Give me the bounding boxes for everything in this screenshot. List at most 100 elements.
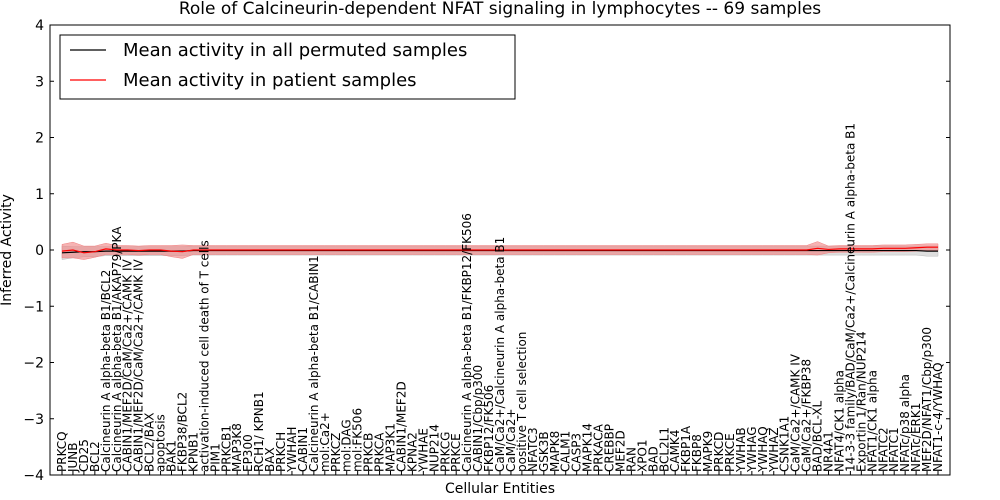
x-tick-label: MEF2D/NFAT1/Cbp/p300 xyxy=(920,327,934,472)
y-tick-label: −1 xyxy=(23,299,44,315)
x-tick-label: EP300 xyxy=(241,434,255,472)
x-tick-label: apoptosis xyxy=(154,414,168,472)
x-tick-label: CABIN1/MEF2D/CaM/Ca2+/CAMK IV xyxy=(132,258,146,472)
x-tick-label: YWHAE xyxy=(416,428,430,473)
x-tick-label: BCL2/BAX xyxy=(143,413,157,472)
x-tick-label: CSNK1A1 xyxy=(778,416,792,472)
x-tick-label: YWHAB xyxy=(734,427,748,473)
y-tick-label: −3 xyxy=(23,412,44,428)
legend-box xyxy=(59,34,516,100)
x-tick-label: BAK1 xyxy=(165,440,179,472)
plot-frame xyxy=(49,24,951,476)
series-line-1 xyxy=(61,246,938,254)
y-tick-label: −4 xyxy=(23,468,44,484)
x-tick-label: Calcineurin A alpha-beta B1/AKAP79/PKA xyxy=(110,226,124,472)
x-tick-label: CABIN1 xyxy=(296,427,310,472)
y-axis-label: Inferred Activity xyxy=(0,194,15,306)
x-tick-label: mol:FK506 xyxy=(351,408,365,472)
x-tick-label: FKBP8 xyxy=(690,434,704,472)
x-tick-label: MAP3K8 xyxy=(230,423,244,472)
x-tick-label: BCL2 xyxy=(88,441,102,472)
series-lines xyxy=(61,246,938,254)
x-tick-label: KPNA2 xyxy=(405,432,419,472)
x-tick-label: positive T cell selection xyxy=(515,332,529,472)
x-tick-label: MAP3K1 xyxy=(384,423,398,472)
x-tick-label: PRKCE xyxy=(723,433,737,472)
x-tick-label: PRKCD xyxy=(712,432,726,472)
x-tick-label: NR4A1 xyxy=(822,431,836,472)
x-tick-label: mol:Ca2+ xyxy=(318,412,332,472)
x-tick-label: MAPK14 xyxy=(581,423,595,472)
x-tick-label: CD25 xyxy=(77,439,91,472)
y-tick-label: 4 xyxy=(35,18,44,34)
x-tick-label: CABIN1/MEF2D xyxy=(394,381,408,472)
x-tick-label: XPO1 xyxy=(635,439,649,472)
x-tick-label: CREBBP xyxy=(603,424,617,472)
x-tick-label: JUNB xyxy=(66,442,80,473)
legend-label-patient: Mean activity in patient samples xyxy=(123,70,417,91)
x-tick-label: PRKCB xyxy=(362,433,376,472)
x-tick-label: PRKCE xyxy=(449,433,463,472)
x-tick-label: MAPK8 xyxy=(548,431,562,472)
x-tick-label: NFAT4/CK1 alpha xyxy=(832,370,846,472)
x-tick-label: FKBP38/BCL2 xyxy=(175,392,189,472)
x-tick-label: Calcineurin A alpha-beta B1/CABIN1 xyxy=(307,255,321,472)
legend-label-permuted: Mean activity in all permuted samples xyxy=(123,40,467,61)
x-tick-label: CABIN1/Cbp/p300 xyxy=(471,365,485,472)
y-tick-label: 3 xyxy=(35,74,44,90)
x-tick-label: FKBP1A xyxy=(679,425,693,472)
y-tick-label: 2 xyxy=(35,131,44,147)
x-tick-label: CaM/Ca2+/Calcineurin A alpha-beta B1 xyxy=(493,237,507,472)
x-tick-label: mol:DAG xyxy=(340,419,354,472)
y-tick-label: 1 xyxy=(35,187,44,203)
chart-title: Role of Calcineurin-dependent NFAT signa… xyxy=(179,0,821,19)
x-tick-label: GSK3B xyxy=(537,431,551,472)
x-tick-label: PRKACA xyxy=(592,423,606,472)
legend: Mean activity in all permuted samples Me… xyxy=(59,34,516,100)
x-tick-label: MEF2D xyxy=(613,430,627,472)
x-tick-label: NFATc/ERK1 xyxy=(909,403,923,472)
x-tick-label: KPNB1 xyxy=(186,432,200,472)
x-tick-label: RAN xyxy=(624,447,638,472)
x-tick-label: NFATC3 xyxy=(526,427,540,472)
x-tick-label: MAPK9 xyxy=(701,431,715,472)
x-tick-label: BAD/BCL-XL xyxy=(811,400,825,472)
x-tick-label: Exportin 1/Ran/NUP214 xyxy=(854,331,868,472)
x-tick-label: PIM1 xyxy=(208,443,222,472)
x-tick-label: CaM/Ca2+/FKBP38 xyxy=(800,359,814,472)
x-tick-label: activation-induced cell death of T cells xyxy=(197,240,211,472)
y-tick-label: −2 xyxy=(23,356,44,372)
x-tick-label: NUP214 xyxy=(427,424,441,472)
x-tick-label: 14-3-3 family/BAD/CaM/Ca2+/Calcineurin A… xyxy=(843,123,857,472)
x-tick-label: PRKCH xyxy=(274,432,288,472)
x-tick-label: NFAT1/CK1 alpha xyxy=(865,370,879,472)
x-tick-label: Calcineurin A alpha-beta B1/FKBP12/FK506 xyxy=(460,213,474,472)
y-tick-label: 0 xyxy=(35,243,44,259)
x-tick-label: NFATC1 xyxy=(887,427,901,472)
x-tick-label: NFAT1-c-4/YWHAQ xyxy=(931,362,945,472)
x-tick-label: YWHAG xyxy=(745,426,759,473)
x-tick-label: YWHAQ xyxy=(756,426,770,473)
x-tick-label: YWHAH xyxy=(285,427,299,473)
x-tick-label: Calcineurin A alpha-beta B1/BCL2 xyxy=(99,270,113,472)
x-tick-label: BAD xyxy=(646,446,660,472)
x-tick-label: CABIN1/MEF2D/CaM/Ca2+/CAMK IV xyxy=(121,258,135,472)
x-tick-label: PRKCG xyxy=(438,432,452,472)
x-tick-label: CALM1 xyxy=(559,431,573,472)
x-tick-label: RCH1/ KPNB1 xyxy=(252,391,266,472)
x-tick-label: CASP3 xyxy=(570,433,584,472)
x-tick-label: PRKCA xyxy=(373,432,387,472)
x-tick-label: PRKCB1 xyxy=(219,425,233,472)
x-axis-label: Cellular Entities xyxy=(445,481,555,497)
x-tick-label: CaM/Ca2+/CAMK IV xyxy=(789,353,803,472)
x-tick-label: PRKCQ xyxy=(55,431,69,472)
x-tick-label: YWHAZ xyxy=(767,427,781,473)
x-tick-label: PRKCZ xyxy=(329,433,343,472)
x-tick-label: NFATc/p38 alpha xyxy=(898,374,912,472)
x-tick-label: CaM/Ca2+ xyxy=(504,408,518,472)
x-tick-label: BAX xyxy=(263,447,277,472)
x-tick-label: NFATC2 xyxy=(876,427,890,472)
x-tick-label: FKBP12/FK506 xyxy=(482,385,496,472)
